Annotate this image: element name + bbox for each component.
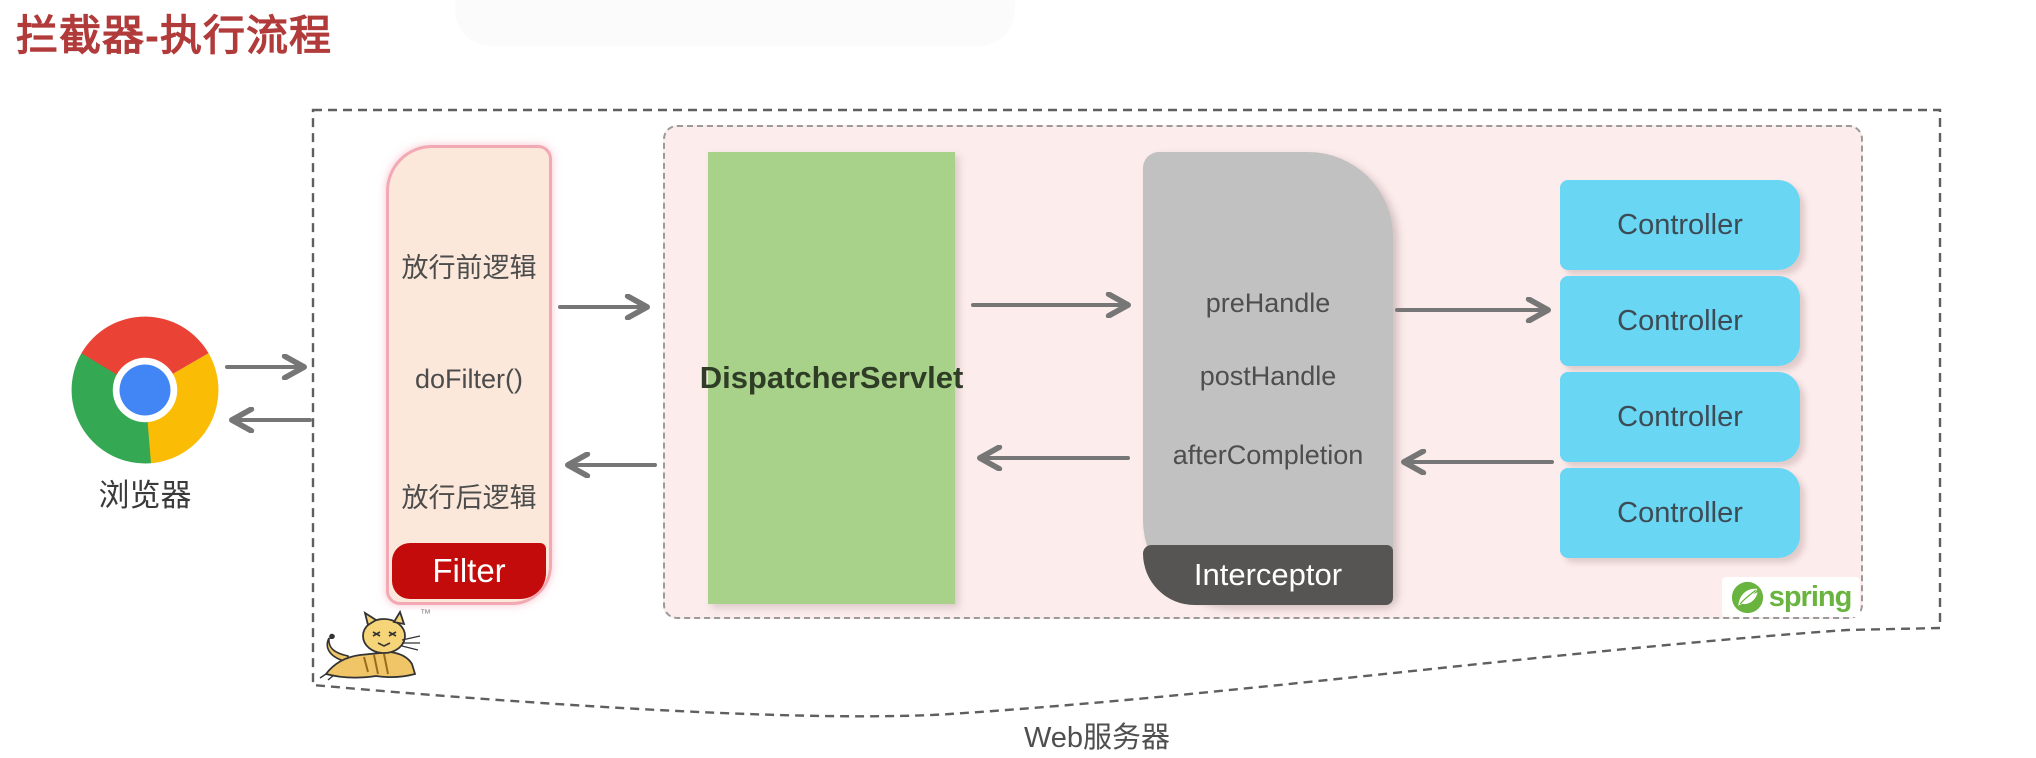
tomcat-logo <box>318 610 426 682</box>
interceptor-method-aftercompletion: afterCompletion <box>1172 440 1364 470</box>
tomcat-trademark: ™ <box>420 608 431 620</box>
filter-step-before: 放行前逻辑 <box>401 253 537 283</box>
dispatcher-servlet-label: DispatcherServlet <box>699 360 964 395</box>
controller-box-4: Controller <box>1560 468 1800 558</box>
spring-leaf-icon <box>1731 581 1763 613</box>
interceptor-label: Interceptor <box>1143 545 1393 605</box>
controller-box-2: Controller <box>1560 276 1800 366</box>
spring-logo-text: spring <box>1768 580 1853 613</box>
filter-step-dofilter: doFilter() <box>414 364 523 394</box>
page-title: 拦截器-执行流程 <box>16 12 332 59</box>
filter-step-after: 放行后逻辑 <box>401 483 537 513</box>
faded-slide-artifact <box>455 0 1015 46</box>
filter-label: Filter <box>392 543 546 599</box>
filter-box: 放行前逻辑 doFilter() 放行后逻辑 Filter <box>386 145 552 605</box>
web-server-label: Web服务器 <box>1023 722 1171 754</box>
browser-label: 浏览器 <box>98 478 192 513</box>
dispatcher-servlet-box: DispatcherServlet <box>700 152 963 604</box>
chrome-browser-icon <box>71 316 219 464</box>
interceptor-box: preHandle postHandle afterCompletion Int… <box>1143 152 1393 605</box>
controller-box-1: Controller <box>1560 180 1800 270</box>
spring-logo: spring <box>1722 577 1860 617</box>
controller-box-3: Controller <box>1560 372 1800 462</box>
interceptor-method-posthandle: postHandle <box>1199 361 1337 391</box>
interceptor-method-prehandle: preHandle <box>1205 288 1331 318</box>
